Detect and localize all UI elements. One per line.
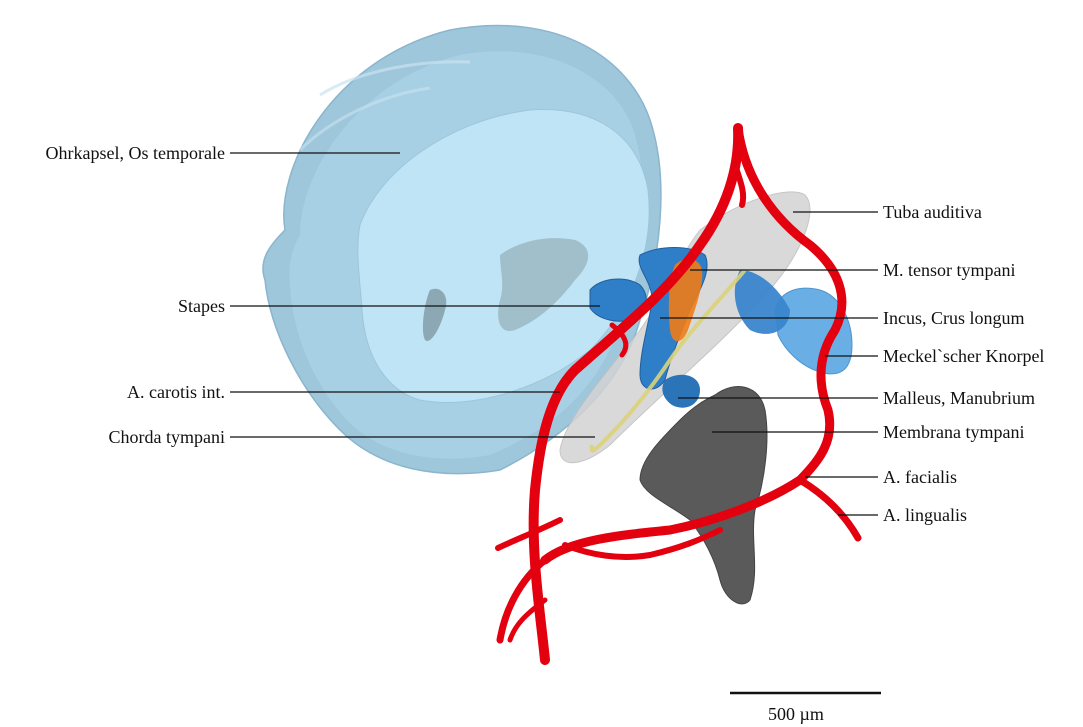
label-carotis: A. carotis int. xyxy=(127,382,225,402)
label-incus: Incus, Crus longum xyxy=(883,308,1025,328)
label-chorda: Chorda tympani xyxy=(109,427,225,447)
label-tuba: Tuba auditiva xyxy=(883,202,982,222)
scale-bar-label: 500 µm xyxy=(768,704,824,725)
membrana-tympani xyxy=(640,387,767,604)
label-meckel: Meckel`scher Knorpel xyxy=(883,346,1044,366)
label-ohrkapsel: Ohrkapsel, Os temporale xyxy=(46,143,225,163)
label-lingualis: A. lingualis xyxy=(883,505,967,525)
label-facialis: A. facialis xyxy=(883,467,957,487)
label-stapes: Stapes xyxy=(178,296,225,316)
label-membrana: Membrana tympani xyxy=(883,422,1024,442)
label-tensor: M. tensor tympani xyxy=(883,260,1016,280)
label-malleus: Malleus, Manubrium xyxy=(883,388,1035,408)
